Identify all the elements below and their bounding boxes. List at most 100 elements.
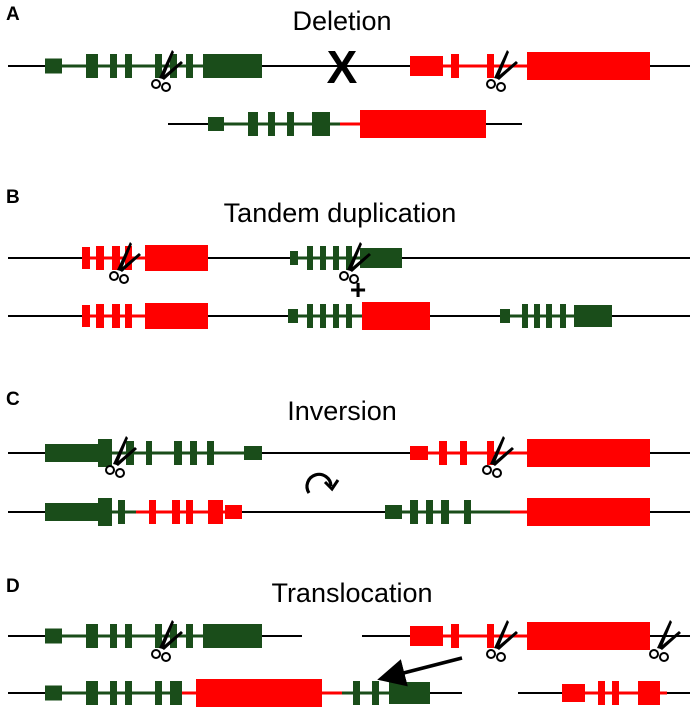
panel-letter-b: B xyxy=(6,187,20,208)
exon-block xyxy=(45,628,62,644)
exon-block xyxy=(86,681,98,705)
exon-block xyxy=(45,444,98,462)
exon-block xyxy=(353,681,360,705)
exon-block xyxy=(125,681,132,705)
exon-block xyxy=(96,304,104,328)
exon-block xyxy=(186,500,193,524)
exon-block xyxy=(110,624,117,648)
exon-block xyxy=(360,248,402,268)
exon-block xyxy=(45,58,62,74)
exon-block xyxy=(287,112,294,136)
panel-letter-d: D xyxy=(6,576,20,597)
exon-block xyxy=(112,304,120,328)
intron-segment xyxy=(342,691,430,695)
exon-block xyxy=(598,681,605,705)
exon-block xyxy=(464,500,471,524)
scissors-icon xyxy=(109,242,141,284)
exon-block xyxy=(307,304,313,328)
exon-block xyxy=(145,245,208,271)
exon-block xyxy=(110,681,117,705)
exon-block xyxy=(312,112,330,136)
exon-block xyxy=(96,246,104,270)
exon-block xyxy=(307,246,313,270)
exon-block xyxy=(225,505,242,519)
exon-block xyxy=(320,304,326,328)
panel-title-inversion: Inversion xyxy=(287,396,397,426)
exon-block xyxy=(527,498,650,526)
exon-block xyxy=(439,441,447,465)
exon-block xyxy=(290,251,298,265)
exon-block xyxy=(360,110,486,138)
exon-block xyxy=(346,304,352,328)
exon-block xyxy=(155,681,162,705)
exon-block xyxy=(125,54,132,78)
exon-block xyxy=(155,54,162,78)
exon-block xyxy=(410,500,418,524)
exon-block xyxy=(145,303,208,329)
exon-block xyxy=(487,54,494,78)
scissors-icon xyxy=(486,50,518,92)
exon-block xyxy=(82,247,90,269)
exon-block xyxy=(125,624,132,648)
exon-block xyxy=(146,441,152,465)
exon-block xyxy=(268,112,275,136)
exon-block xyxy=(522,304,528,328)
exon-block xyxy=(112,246,120,270)
panel-title-deletion: Deletion xyxy=(292,6,391,36)
exon-block xyxy=(207,441,214,465)
exon-block xyxy=(196,679,322,707)
exon-block xyxy=(487,441,494,465)
exon-block xyxy=(389,682,430,704)
exon-block xyxy=(410,626,443,646)
scissors-icon xyxy=(482,436,514,478)
intron-segment xyxy=(45,634,262,638)
exon-block xyxy=(98,439,112,467)
exon-block xyxy=(186,54,193,78)
exon-block xyxy=(638,681,660,705)
exon-block xyxy=(460,441,467,465)
exon-block xyxy=(534,304,540,328)
exon-block xyxy=(333,304,339,328)
exon-block xyxy=(248,112,258,136)
duplication-plus-mark: + xyxy=(350,274,366,305)
scissors-icon xyxy=(339,242,371,284)
exon-block xyxy=(82,305,90,327)
scissors-icon xyxy=(649,620,681,662)
exon-block xyxy=(170,624,177,648)
exon-block xyxy=(45,685,62,701)
scissors-icon xyxy=(486,620,518,662)
panel-letter-c: C xyxy=(6,389,20,410)
exon-block xyxy=(125,246,132,270)
scissors-icon xyxy=(151,620,183,662)
exon-block xyxy=(125,304,132,328)
exon-block xyxy=(410,446,428,460)
exon-block xyxy=(612,681,619,705)
exon-block xyxy=(149,500,156,524)
cut-sites xyxy=(105,50,681,662)
exon-block xyxy=(451,624,459,648)
exon-block xyxy=(560,304,566,328)
exon-block xyxy=(244,446,262,460)
gene-blocks xyxy=(45,52,667,707)
exon-block xyxy=(320,246,326,270)
exon-block xyxy=(562,684,585,702)
exon-block xyxy=(385,505,402,519)
exon-block xyxy=(410,56,443,76)
exon-block xyxy=(546,304,552,328)
exon-block xyxy=(155,624,162,648)
move-arrow-icon xyxy=(377,656,463,687)
exon-block xyxy=(372,681,379,705)
exon-block xyxy=(203,54,262,78)
exon-block xyxy=(174,441,182,465)
exon-block xyxy=(208,117,224,131)
rotate-arrow-icon xyxy=(305,472,340,494)
exon-block xyxy=(527,439,650,467)
exon-block xyxy=(487,624,494,648)
exon-block xyxy=(346,246,352,270)
exon-block xyxy=(288,309,298,323)
exon-block xyxy=(170,54,177,78)
exon-block xyxy=(170,681,182,705)
scissors-icon xyxy=(151,50,183,92)
panel-title-translocation: Translocation xyxy=(271,578,432,608)
intron-segment xyxy=(45,64,262,68)
